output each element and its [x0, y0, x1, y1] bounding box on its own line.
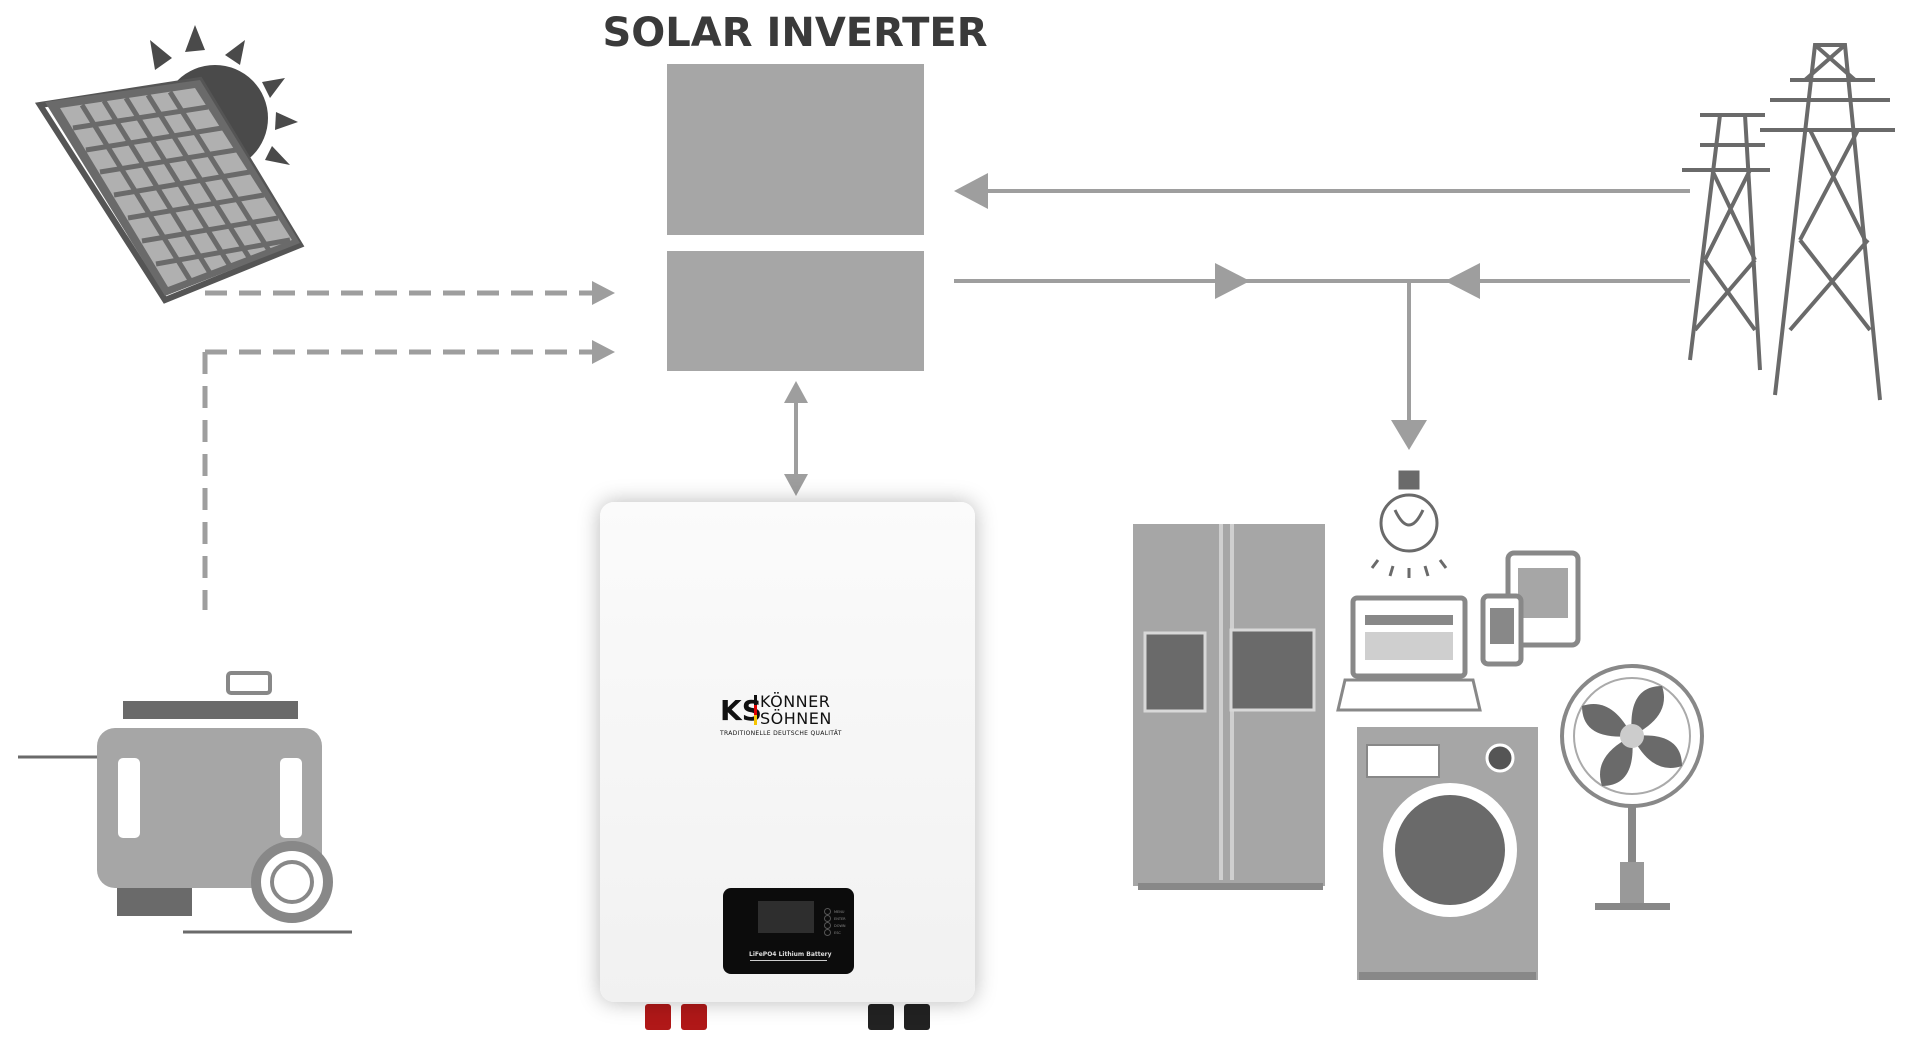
fridge-icon [1133, 524, 1325, 890]
fan-icon [1560, 664, 1704, 910]
button-label: ESC [834, 930, 841, 935]
brand-line2: SÖHNEN [760, 709, 832, 728]
light-bulb-icon [1370, 470, 1448, 578]
washing-machine-icon [1357, 727, 1538, 980]
button-label: DOWN [834, 923, 846, 928]
battery-link-arrow [784, 381, 808, 496]
lifepo4-battery: KS KÖNNER SÖHNEN TRADITIONELLE DEUTSCHE … [600, 502, 975, 1002]
laptop-icon [1336, 595, 1482, 712]
down-button[interactable]: DOWN [824, 922, 846, 929]
panel-label: LiFePO4 Lithium Battery [749, 951, 832, 958]
inverter-upper-block [667, 64, 924, 235]
brand-line1: KÖNNER [760, 692, 831, 711]
brand-tagline: TRADITIONELLE DEUTSCHE QUALITÄT [720, 730, 842, 737]
menu-button[interactable]: MENU [824, 908, 846, 915]
button-label: MENU [834, 909, 845, 914]
button-label: ENTER [834, 916, 846, 921]
inverter-lower-block [667, 251, 924, 371]
tablet-phone-icon [1480, 550, 1581, 667]
arrow-head-icon [592, 340, 615, 364]
divider [750, 960, 827, 961]
battery-terminals [645, 1004, 930, 1030]
dashed-connection-lines [202, 290, 595, 610]
solar-inverter-title: SOLAR INVERTER [602, 10, 988, 56]
flag-stripe [754, 695, 757, 725]
control-panel: MENU ENTER DOWN ESC LiFePO4 Lithium Batt… [723, 888, 854, 974]
esc-button[interactable]: ESC [824, 929, 846, 936]
lcd-screen [758, 901, 814, 933]
generator-icon [18, 671, 352, 934]
grid-connection-lines [954, 189, 1690, 425]
enter-button[interactable]: ENTER [824, 915, 846, 922]
power-tower-icon [1682, 43, 1895, 401]
arrow-head-icon [592, 281, 615, 305]
solar-panel-icon [34, 25, 305, 304]
